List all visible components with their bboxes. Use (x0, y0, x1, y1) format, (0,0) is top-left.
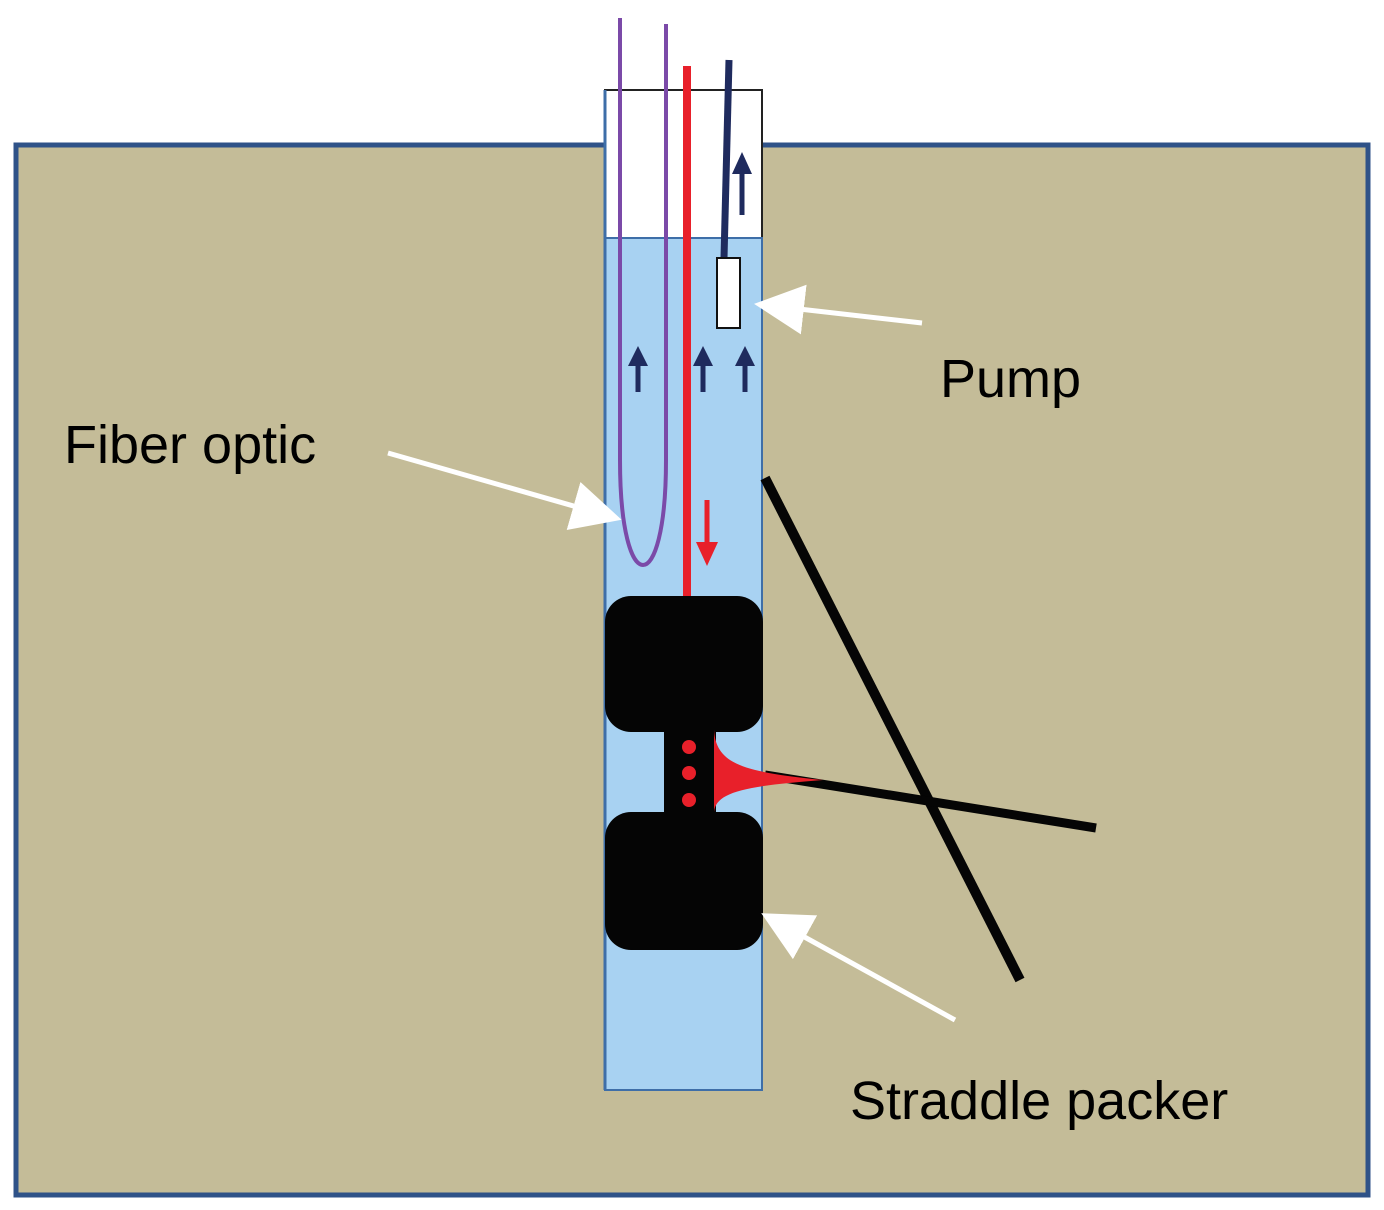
pump-pointer (754, 284, 923, 335)
straddle-packer-pointer (761, 913, 957, 1023)
pump-body (716, 257, 741, 329)
up-arrow-icon (735, 346, 755, 392)
injection-port (682, 766, 696, 780)
up-arrow-icon (732, 152, 752, 215)
injection-port (682, 740, 696, 754)
injection-plume (714, 730, 823, 812)
pump-discharge-line (720, 59, 733, 259)
upper-packer (605, 596, 763, 732)
up-arrow-icon (693, 346, 713, 392)
injection-port (682, 793, 696, 807)
down-arrow-icon (696, 500, 718, 566)
fiber-optic-label: Fiber optic (64, 415, 317, 475)
fracture-steep (760, 475, 1025, 983)
straddle-packer-label: Straddle packer (850, 1071, 1229, 1131)
fracture-flat (764, 770, 1097, 833)
lower-packer (605, 812, 763, 950)
up-arrow-icon (628, 346, 648, 392)
fiber-optic-pointer (387, 450, 622, 531)
pump-label: Pump (940, 349, 1082, 409)
